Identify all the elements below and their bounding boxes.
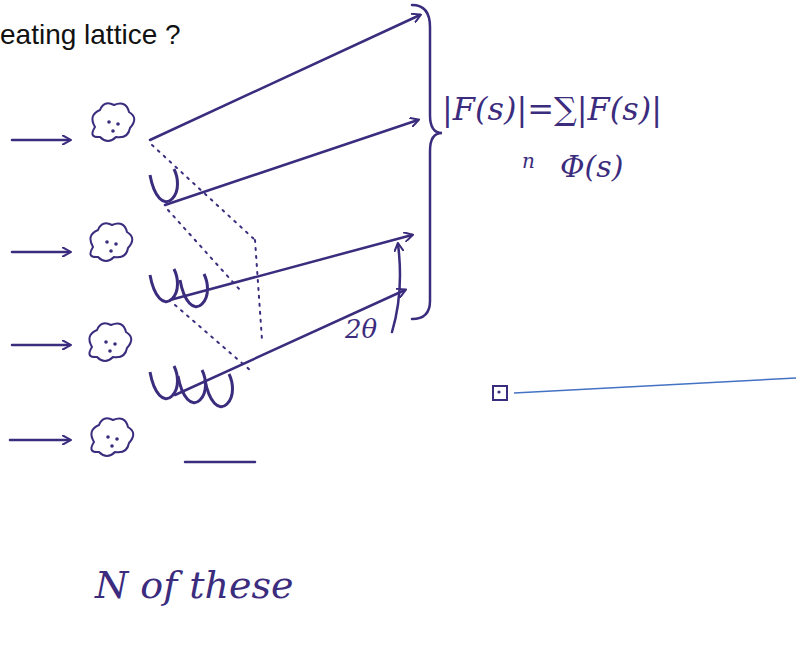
angle-label: 2θ [345, 315, 377, 344]
count-note: N of these [95, 565, 294, 607]
title-fragment: eating lattice ? [0, 20, 181, 51]
sum-index: n [522, 150, 535, 172]
transform-label: Φ(s) [560, 150, 623, 183]
structure-factor-formula: |F(s)|=∑|F(s)| [442, 92, 662, 127]
